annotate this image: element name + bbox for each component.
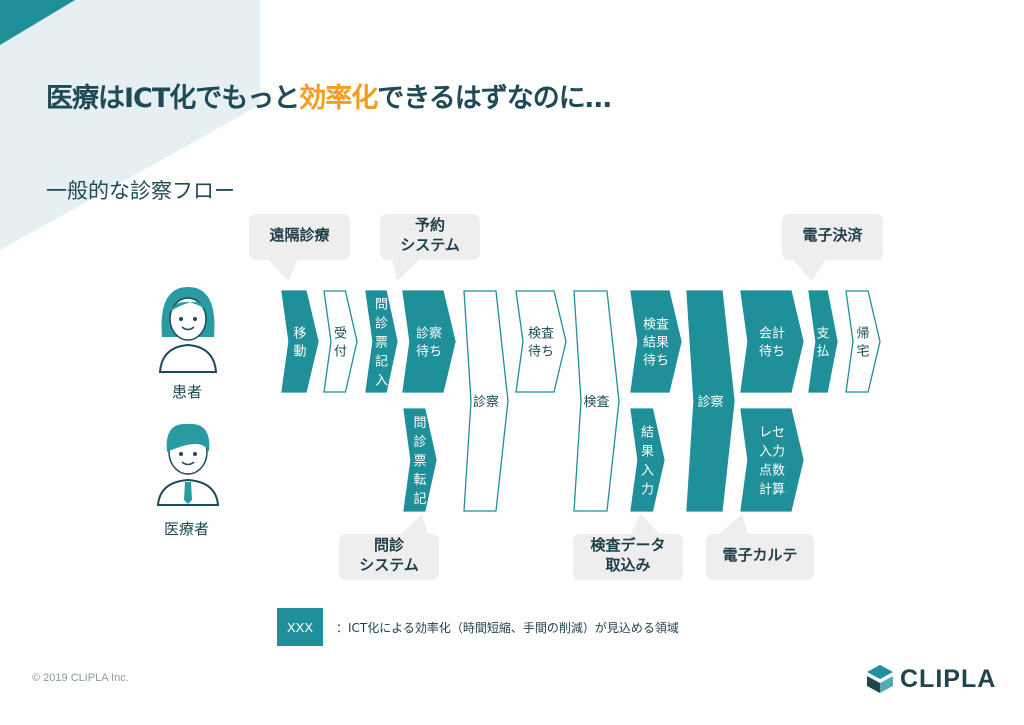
bubble-questionnaire-system: 問診システム xyxy=(339,514,439,580)
step-test: 検査 xyxy=(573,290,620,512)
step-label: 診察待ち xyxy=(416,326,442,360)
step-label: 電子決済 xyxy=(802,226,863,244)
step-receipt-calc: レセ入力点数計算 xyxy=(740,408,804,512)
step-label: 診察 xyxy=(473,394,499,410)
bubble-emr: 電子カルテ xyxy=(706,514,814,580)
step-label: 検査待ち xyxy=(528,327,554,360)
step-label: 診察 xyxy=(697,394,723,410)
step-label: 予約システム xyxy=(400,216,460,254)
role-staff-label: 医療者 xyxy=(164,520,210,538)
bubble-test-data: 検査データ取込み xyxy=(573,514,683,580)
bubble-reservation: 予約システム xyxy=(380,214,480,281)
step-label: 問診票記入 xyxy=(375,298,388,389)
logo-text: CLIPLA xyxy=(900,664,997,693)
step-go-home: 帰宅 xyxy=(845,290,881,393)
step-label: 問診システム xyxy=(359,536,419,574)
bubble-telemedicine: 遠隔診療 xyxy=(249,214,350,281)
page-title: 医療はICT化でもっと効率化できるはずなのに… xyxy=(46,76,612,115)
copyright: © 2019 CLIPLA Inc. xyxy=(32,672,129,684)
step-exam-1: 診察 xyxy=(463,290,509,512)
step-wait-result: 検査結果待ち xyxy=(630,290,682,393)
step-label: 電子カルテ xyxy=(722,546,797,564)
medical-staff-avatar-icon xyxy=(156,423,220,506)
title-prefix: 医療はICT化でもっと xyxy=(46,83,300,114)
step-wait-test: 検査待ち xyxy=(515,290,567,393)
step-label: 遠隔診療 xyxy=(269,226,330,244)
step-label: 問診票転記 xyxy=(413,416,426,507)
step-label: レセ入力点数計算 xyxy=(759,426,785,498)
step-payment: 支払 xyxy=(808,290,838,393)
step-move: 移動 xyxy=(281,290,319,393)
bubble-e-payment: 電子決済 xyxy=(782,214,883,281)
clipla-logo: CLIPLA xyxy=(866,664,996,694)
step-label: 会計待ち xyxy=(759,326,785,360)
step-label: 検査 xyxy=(583,395,609,410)
step-reception: 受付 xyxy=(323,290,358,393)
clipla-logo-icon xyxy=(867,665,893,693)
step-questionnaire-fill: 問診票記入 xyxy=(365,290,398,393)
role-patient-label: 患者 xyxy=(172,383,203,401)
legend-swatch: XXX xyxy=(277,608,323,646)
patient-avatar-icon xyxy=(158,287,218,373)
step-label: 検査データ取込み xyxy=(590,536,665,574)
step-label: 支払 xyxy=(816,327,829,360)
subtitle: 一般的な診察フロー xyxy=(46,179,235,203)
step-wait-payment: 会計待ち xyxy=(740,290,804,393)
step-label: 結果入力 xyxy=(641,426,654,498)
legend-text: ：ICT化による効率化（時間短縮、手間の削減）が見込める領域 xyxy=(336,621,679,635)
step-questionnaire-transcribe: 問診票転記 xyxy=(403,408,437,512)
step-label: 移動 xyxy=(293,327,306,360)
title-accent: 効率化 xyxy=(299,83,378,114)
title-suffix: できるはずなのに… xyxy=(377,83,611,114)
step-wait-exam: 診察待ち xyxy=(402,290,456,393)
step-label: 受付 xyxy=(334,327,347,360)
step-label: 帰宅 xyxy=(856,326,869,360)
step-exam-2: 診察 xyxy=(686,290,735,512)
step-result-input: 結果入力 xyxy=(630,408,665,512)
step-label: 検査結果待ち xyxy=(643,318,669,369)
